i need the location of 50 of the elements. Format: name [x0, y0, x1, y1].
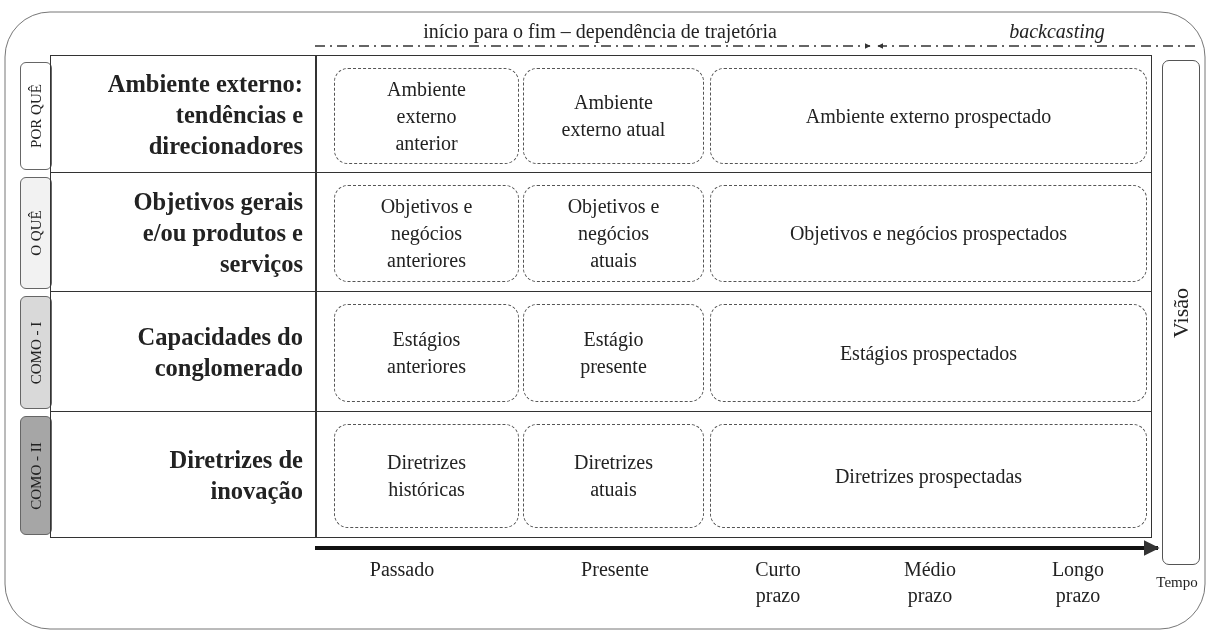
dashed-box: [334, 424, 519, 528]
row-heading: Diretrizes de inovação: [168, 444, 303, 506]
row-heading: Objetivos gerais e/ou produtos e serviços: [132, 186, 303, 279]
side-tab: [20, 62, 52, 170]
time-label: Médio prazo: [902, 557, 958, 608]
cell-text: Objetivos e negócios atuais: [566, 194, 661, 273]
dashed-box: [334, 304, 519, 402]
cell-text: Ambiente externo atual: [560, 90, 667, 142]
vision-bar: [1162, 60, 1200, 565]
table-row: [50, 173, 1152, 292]
time-label: Curto prazo: [754, 557, 802, 608]
cell-text: Estágio presente: [579, 327, 648, 380]
tab-label: COMO - II: [27, 441, 45, 510]
tab-label: COMO - I: [27, 321, 45, 384]
flow-label: início para o fim – dependência de trajetória: [422, 19, 778, 44]
dashed-box: [523, 185, 704, 282]
tab-label: O QUÊ: [27, 210, 45, 256]
cell-text: Estágios prospectados: [839, 340, 1018, 367]
dashed-box: [523, 304, 704, 402]
dashed-box: [334, 185, 519, 282]
dashed-box: [710, 424, 1147, 528]
cell-text: Estágios anteriores: [386, 327, 467, 379]
row-heading: Capacidades do conglomerado: [136, 321, 303, 383]
dashed-box: [523, 68, 704, 164]
dashed-box: [710, 68, 1147, 164]
table-row: [50, 55, 1152, 173]
row-heading: Ambiente externo: tendências e direcionadores: [106, 68, 303, 161]
cell-text: Objetivos e negócios anteriores: [379, 194, 474, 273]
cell-text: Diretrizes prospectadas: [834, 463, 1023, 490]
side-tab: [20, 416, 52, 535]
dashed-box: [334, 68, 519, 164]
vision-label: Visão: [1168, 287, 1194, 338]
axis-label: Tempo: [1155, 573, 1199, 592]
flow-label: backcasting: [1008, 19, 1106, 44]
time-label: Longo prazo: [1050, 557, 1106, 608]
cell-text: Ambiente externo anterior: [386, 76, 467, 156]
time-label: Passado: [368, 557, 436, 582]
cell-text: Ambiente externo prospectado: [805, 103, 1052, 130]
tab-label: POR QUÊ: [27, 84, 45, 148]
dashed-box: [523, 424, 704, 528]
table-row: [50, 292, 1152, 412]
side-tab: [20, 177, 52, 289]
side-tab: [20, 296, 52, 409]
cell-text: Diretrizes históricas: [386, 450, 467, 502]
cell-text: Objetivos e negócios prospectados: [789, 221, 1068, 247]
dashed-box: [710, 185, 1147, 282]
time-label: Presente: [580, 557, 650, 582]
table-row: [50, 412, 1152, 538]
cell-text: Diretrizes atuais: [573, 450, 654, 502]
dashed-box: [710, 304, 1147, 402]
